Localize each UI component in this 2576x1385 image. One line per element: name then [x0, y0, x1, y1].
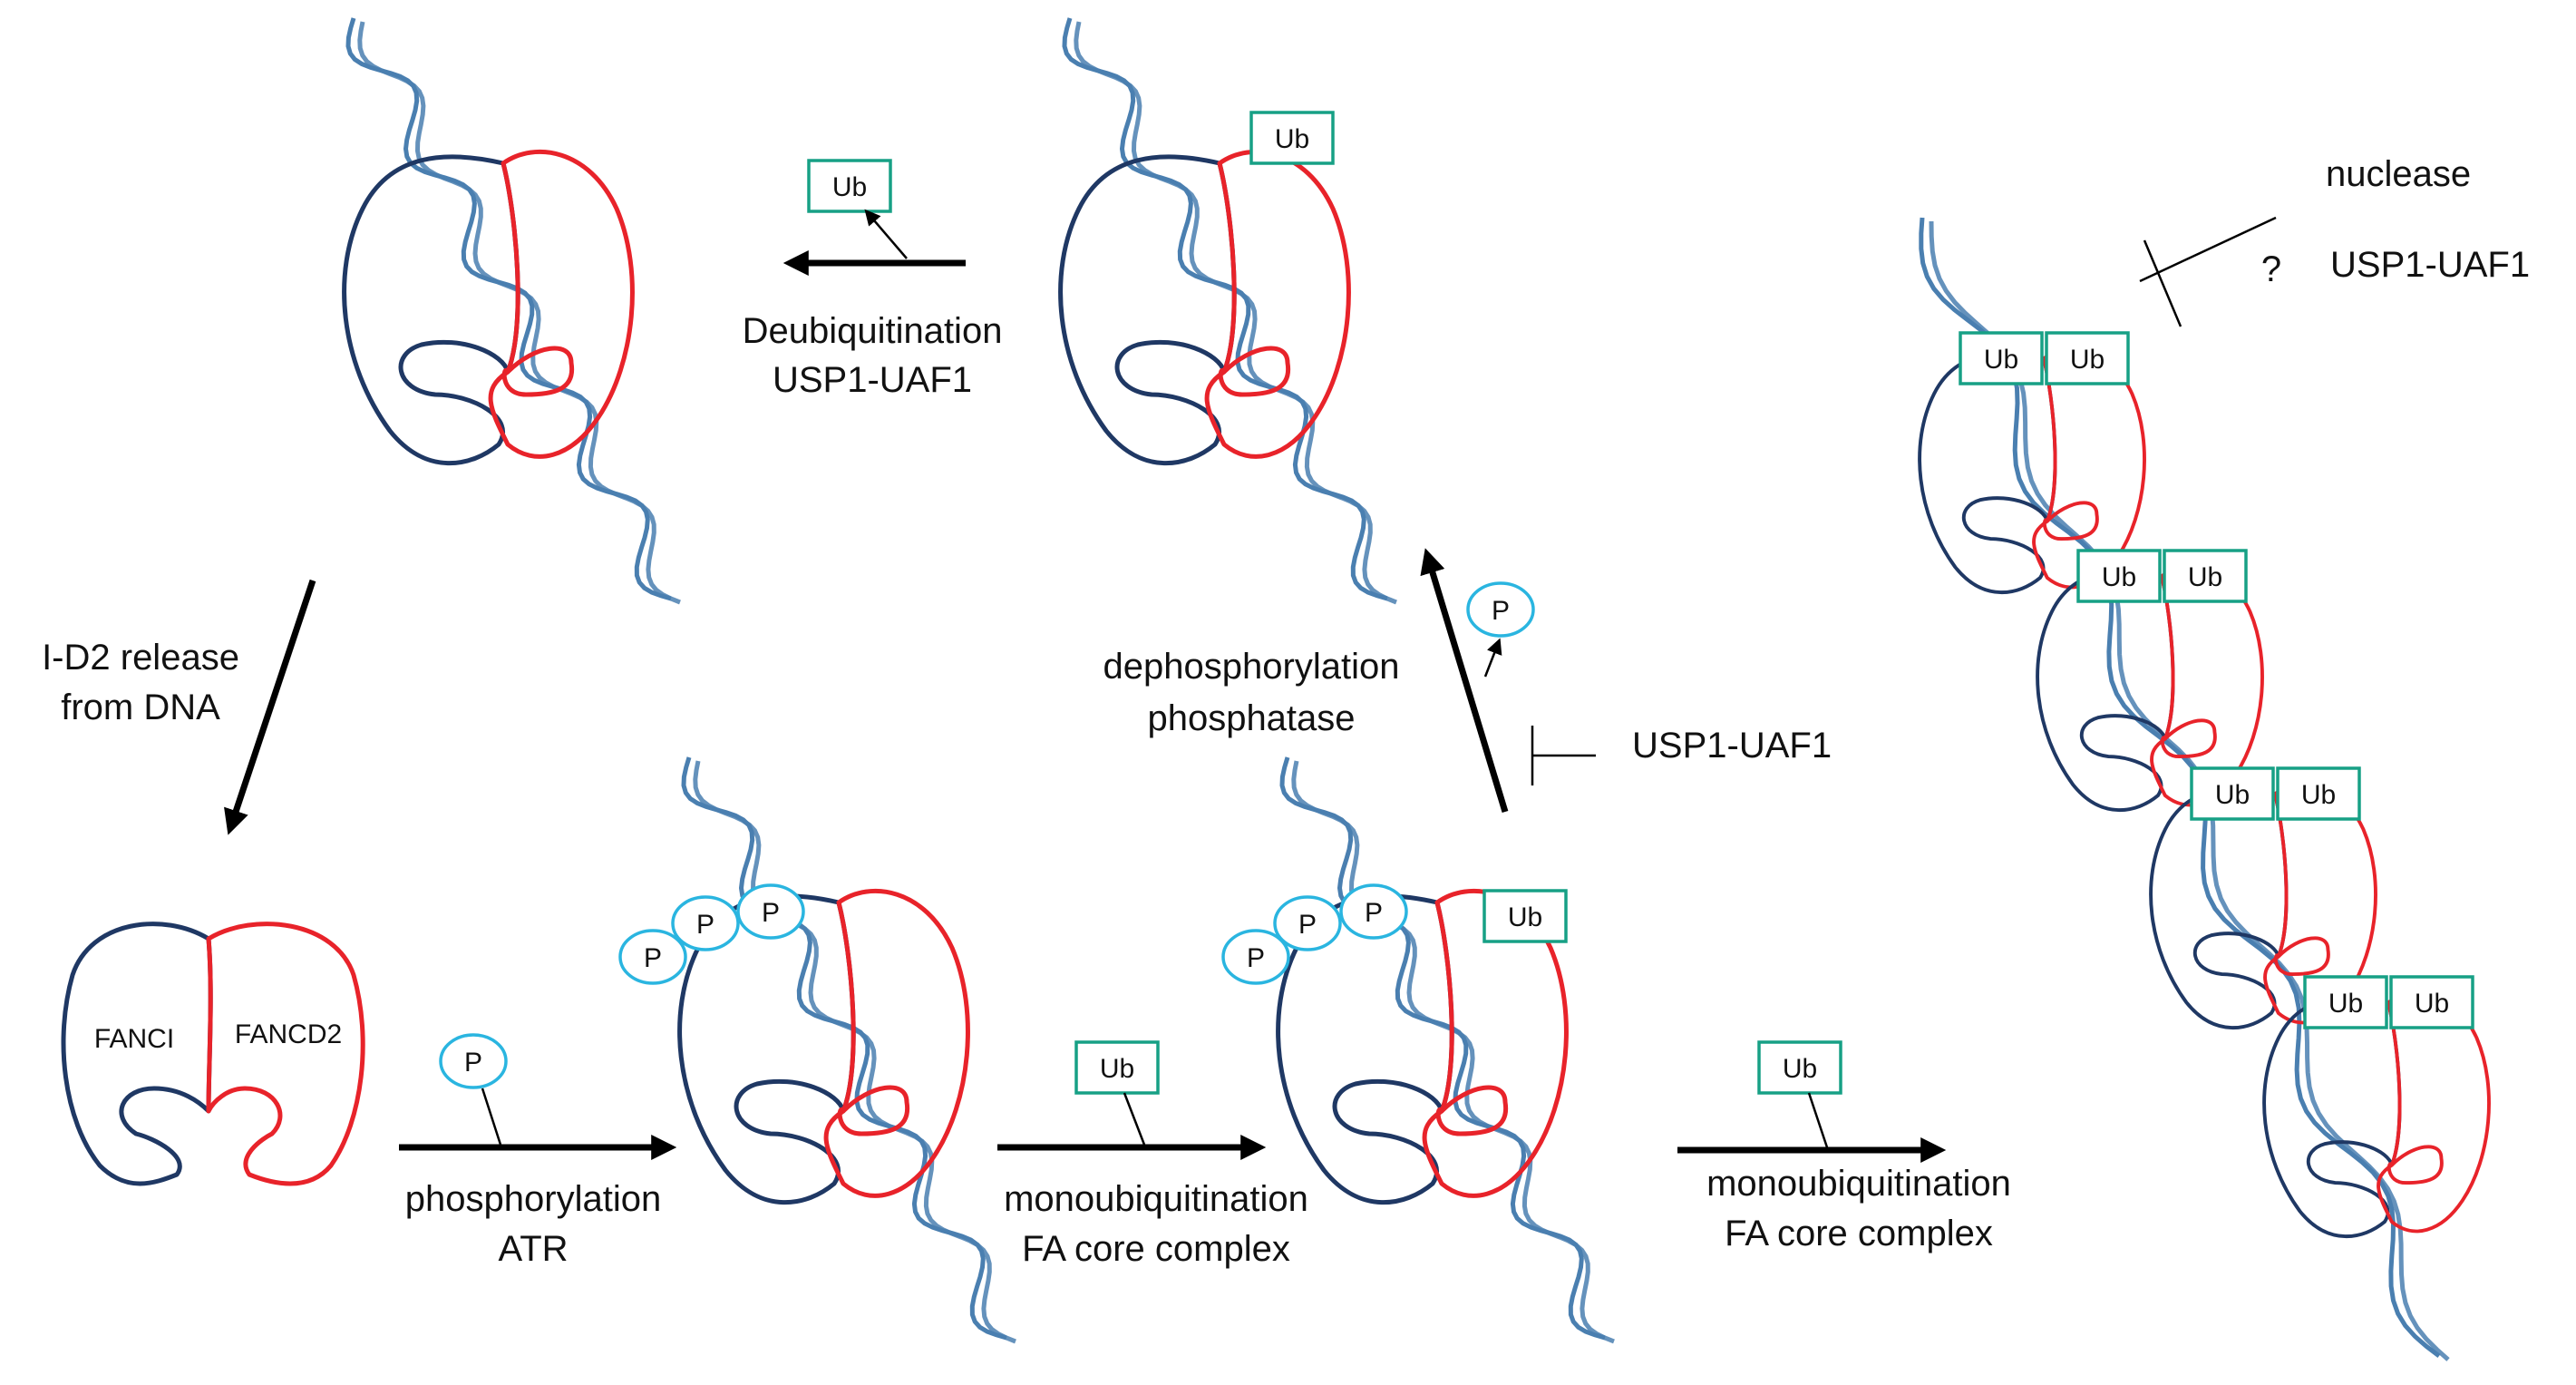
usp1-right-label: USP1-UAF1: [2330, 245, 2530, 285]
fanci-subunit: [342, 154, 520, 466]
p-label: P: [696, 910, 714, 940]
filament-ub-fanci-1: Ub: [1959, 331, 2044, 385]
phosphate-tag-3: P: [736, 883, 805, 940]
p-label: P: [644, 943, 662, 973]
phosphorylation-label: phosphorylation: [405, 1179, 661, 1219]
fancd2-subunit: [1204, 150, 1351, 459]
ub-pointer-2: [1807, 1092, 1829, 1148]
phosphate-tag-6: P: [1339, 883, 1408, 940]
usp1-inhibitor-label: USP1-UAF1: [1632, 726, 1832, 766]
fancd2-subunit: [2032, 347, 2146, 590]
phosphate-pointer: [481, 1088, 502, 1146]
deubiquitination-enzyme-label: USP1-UAF1: [773, 360, 972, 400]
p-release-pointer: [1483, 638, 1502, 678]
phosphate-tag-4: P: [1221, 929, 1290, 985]
filament-ub-fancd2-2: Ub: [2163, 549, 2248, 603]
nuclease-inhibition-line: [2139, 216, 2277, 283]
ub-label: Ub: [2328, 989, 2363, 1019]
monoubiquitination-label-2: monoubiquitination: [1706, 1164, 2011, 1204]
ub-label: Ub: [2415, 989, 2449, 1019]
fanci-subunit: [2262, 995, 2402, 1238]
phosphate-released: P: [1466, 581, 1535, 638]
phospho-ub-id2-complex: [1276, 756, 1615, 1344]
dephosphorylation-arrow: [1420, 548, 1509, 814]
phosphorylation-kinase-label: ATR: [498, 1229, 568, 1269]
release-label-line2: from DNA: [61, 688, 220, 727]
fa-core-label-1: FA core complex: [1022, 1229, 1290, 1269]
ub-label: Ub: [2102, 562, 2136, 592]
deubiquitination-label: Deubiquitination: [743, 311, 1003, 351]
fa-core-label-2: FA core complex: [1725, 1214, 1993, 1253]
phosphate-tag-2: P: [671, 895, 740, 951]
fancd2-subunit: [2377, 991, 2491, 1234]
p-label: P: [1365, 898, 1383, 928]
ub-label: Ub: [1508, 902, 1542, 932]
fancd2-subunit: [2263, 783, 2377, 1025]
p-label: P: [1298, 910, 1317, 940]
ub-label: Ub: [2215, 780, 2250, 810]
nuclease-inhibition-bar: [2143, 239, 2182, 327]
filament-id2-complex-2: [2036, 565, 2264, 812]
fancd2-subunit: [2150, 565, 2264, 807]
id2-complex-top-left: [342, 17, 681, 605]
ub-label: Ub: [2301, 780, 2336, 810]
nuclease-label: nuclease: [2326, 154, 2471, 194]
id2-complex-top-middle: [1058, 17, 1397, 605]
ubiquitin-donor-2: Ub: [1757, 1040, 1842, 1095]
dephosphorylation-enzyme-label: phosphatase: [1147, 698, 1355, 738]
fanci-subunit: [1918, 351, 2057, 594]
ubiquitin-released: Ub: [807, 159, 892, 213]
ubiquitin-tag-top-middle: Ub: [1249, 111, 1335, 165]
p-label: P: [1492, 596, 1510, 626]
question-mark: ?: [2261, 249, 2281, 289]
ub-label: Ub: [1100, 1054, 1134, 1084]
phosphate-donor: P: [439, 1033, 508, 1089]
p-label: P: [464, 1048, 482, 1078]
dna-helix: [345, 17, 681, 605]
release-arrow: [224, 579, 316, 835]
dna-helix: [1062, 17, 1397, 605]
fancd2-subunit: [823, 889, 970, 1198]
ub-label: Ub: [2070, 345, 2105, 375]
ub-label: Ub: [1984, 345, 2018, 375]
fanci-label: FANCI: [94, 1024, 174, 1054]
fanci-subunit: [2036, 569, 2175, 812]
ubiquitin-donor-1: Ub: [1074, 1040, 1160, 1095]
filament-ub-fanci-4: Ub: [2303, 975, 2388, 1029]
p-label: P: [1247, 943, 1265, 973]
p-label: P: [762, 898, 780, 928]
ub-release-pointer: [864, 209, 908, 259]
fancd2-label: FANCD2: [235, 1019, 342, 1049]
phosphorylated-id2-complex: [677, 756, 1016, 1344]
ub-label: Ub: [1783, 1054, 1817, 1084]
phosphate-tag-5: P: [1273, 895, 1342, 951]
ub-label: Ub: [1275, 124, 1309, 154]
dna-helix: [1279, 756, 1615, 1344]
free-id2-complex: [61, 922, 365, 1186]
phosphate-tag-1: P: [618, 929, 687, 985]
filament-ub-fanci-2: Ub: [2076, 549, 2162, 603]
ub-pointer-1: [1123, 1092, 1146, 1146]
filament-ub-fancd2-4: Ub: [2389, 975, 2474, 1029]
fancd2-subunit: [1422, 889, 1569, 1198]
fancd2-subunit: [206, 922, 365, 1186]
filament-id2-complex-3: [2149, 783, 2377, 1029]
fancd2-subunit: [488, 150, 635, 459]
filament-ub-fanci-3: Ub: [2190, 766, 2275, 821]
monoubiquitination-label-1: monoubiquitination: [1004, 1179, 1308, 1219]
dna-helix: [681, 756, 1016, 1344]
filament-ub-fancd2-3: Ub: [2276, 766, 2361, 821]
dephosphorylation-label: dephosphorylation: [1103, 647, 1400, 687]
filament-ub-fancd2-1: Ub: [2045, 331, 2130, 385]
release-label-line1: I-D2 release: [42, 638, 239, 678]
ub-label: Ub: [832, 172, 867, 202]
fanci-subunit: [1058, 154, 1237, 466]
filament-id2-complex-1: [1918, 347, 2146, 594]
ubiquitin-tag-bottom-middle: Ub: [1482, 889, 1568, 943]
fanci-subunit: [2149, 786, 2289, 1029]
ub-label: Ub: [2188, 562, 2222, 592]
filament-id2-complex-4: [2262, 991, 2491, 1238]
